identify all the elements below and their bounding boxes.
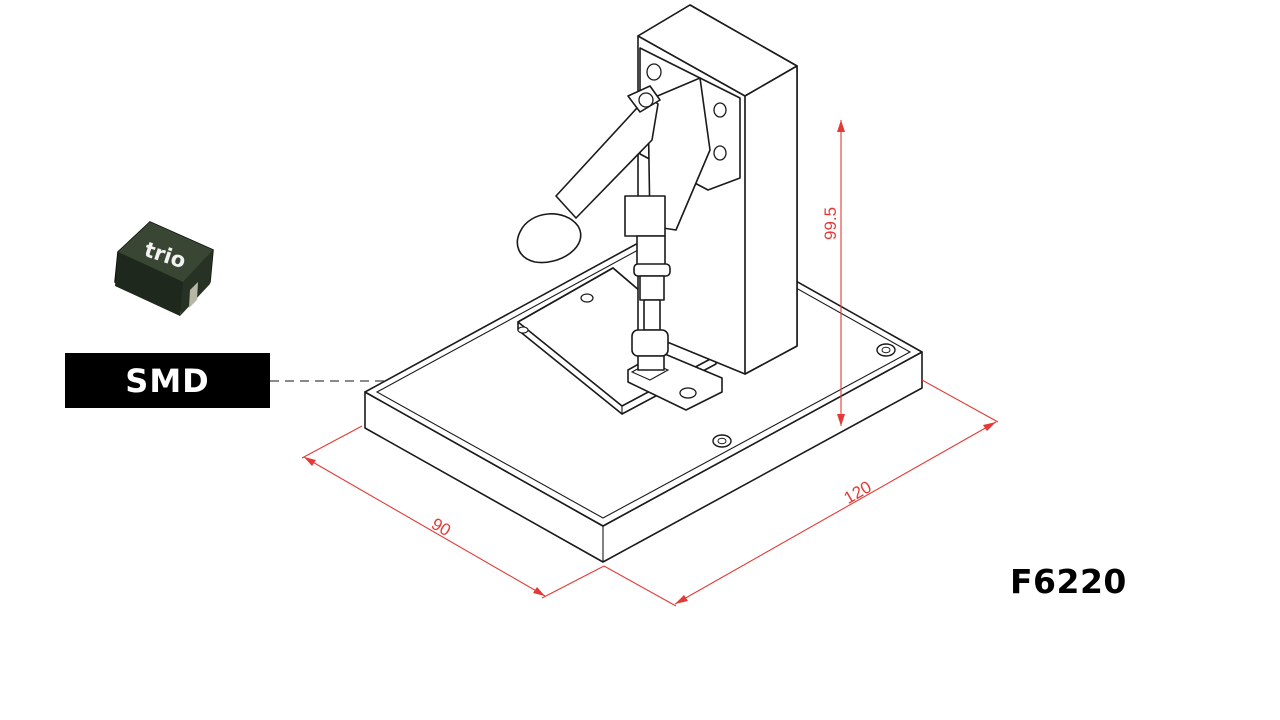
width-value: 120 [841, 477, 875, 508]
clamp-bracket [639, 47, 741, 231]
depth-value: 90 [428, 514, 454, 540]
height-dimension: 99.5 [821, 120, 845, 426]
nest-plate [517, 267, 723, 415]
model-number: F6220 [1010, 562, 1127, 601]
toggle-clamp-handle [516, 85, 661, 264]
height-value: 99.5 [821, 207, 840, 240]
plunger [624, 195, 671, 371]
smd-inductor-chip: trio [114, 221, 214, 316]
component-type-label: SMD [65, 353, 270, 408]
